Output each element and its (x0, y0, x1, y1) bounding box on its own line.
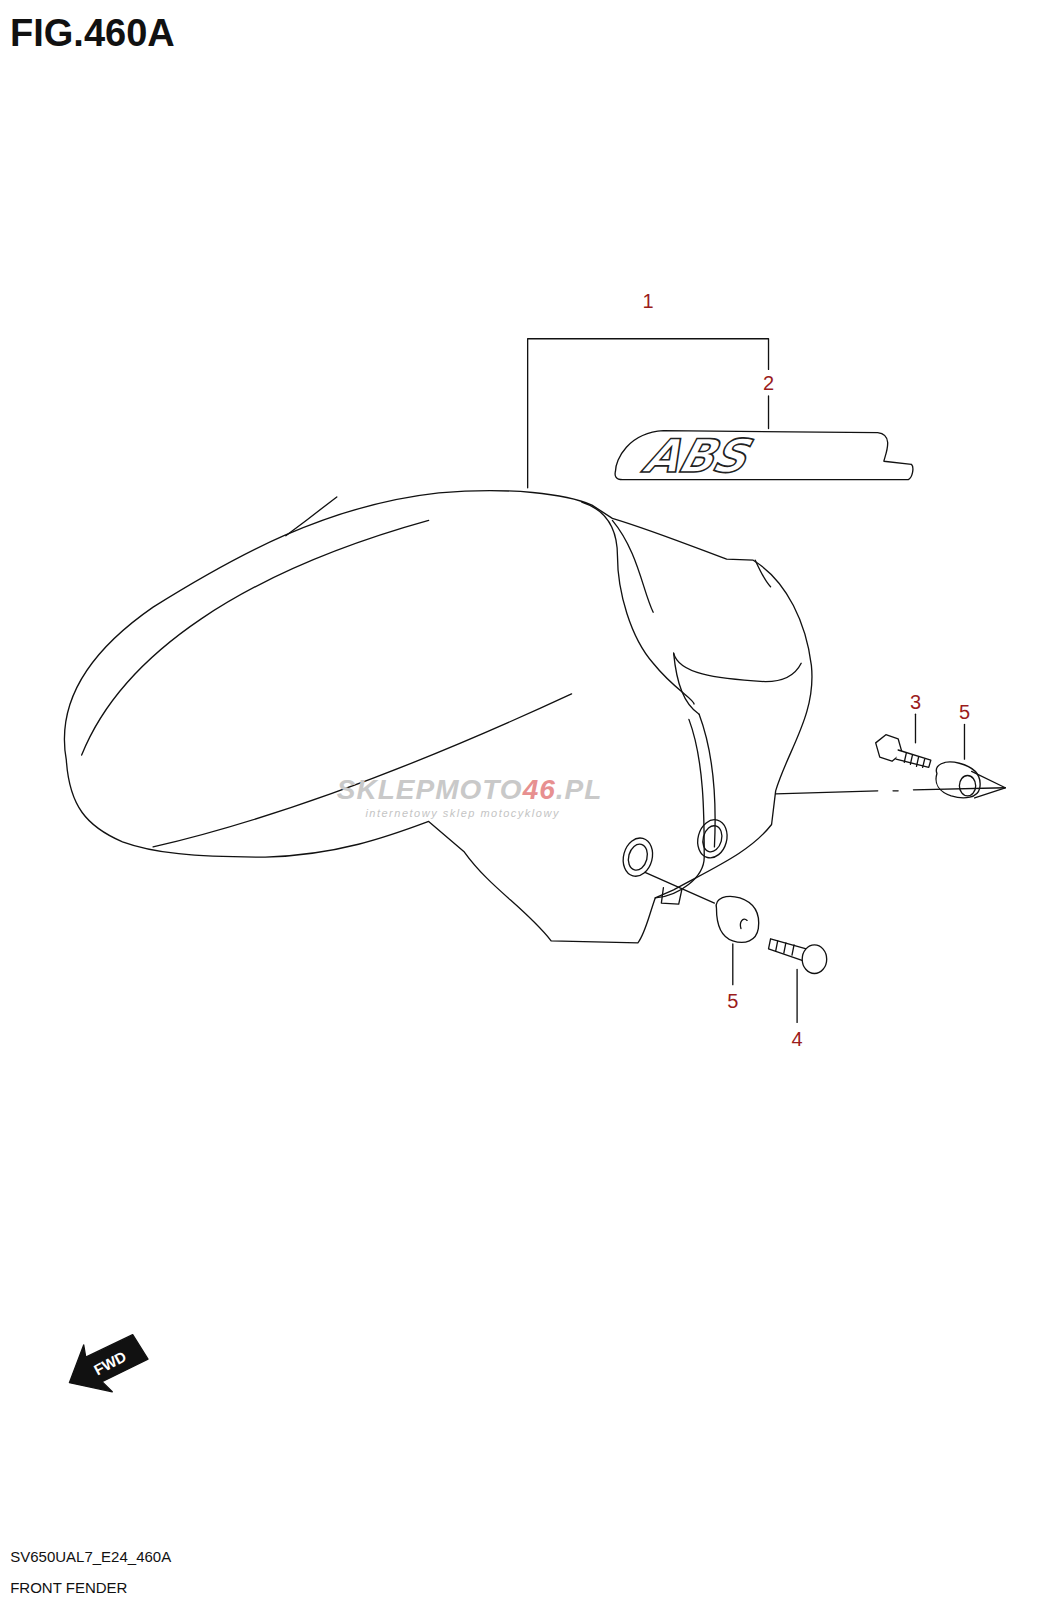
watermark: SKLEPMOTO (337, 776, 523, 804)
watermark: .PL (556, 776, 603, 804)
watermark: internetowy sklep motocyklowy (365, 808, 560, 819)
mount-hole (694, 816, 732, 861)
contour-line (82, 520, 429, 755)
leader-line (732, 944, 733, 985)
contour-line (612, 520, 653, 612)
contour-line (655, 719, 704, 898)
contour-line (153, 694, 571, 847)
leader-line (776, 788, 1006, 794)
grommet-hole (959, 776, 975, 796)
leader-line (645, 872, 714, 903)
thread (904, 753, 924, 767)
fender-outline (64, 491, 812, 943)
bolt-head (802, 945, 826, 974)
mount-hole (626, 842, 651, 872)
bolt-shank (896, 750, 931, 767)
thread (776, 941, 794, 955)
forward-arrow (69, 1335, 148, 1392)
contour-line (755, 560, 770, 587)
figure-title: FIG.460A (10, 14, 175, 52)
callout-number: 5 (959, 702, 970, 722)
decal-text: ABS (642, 433, 758, 479)
contour-line (661, 888, 681, 904)
figure-code: SV650UAL7_E24_460A (10, 1549, 171, 1564)
mount-hole (619, 835, 657, 880)
bracket-line (528, 339, 769, 488)
callout-number: 1 (643, 291, 654, 311)
contour-line (286, 497, 337, 536)
leader-line (796, 969, 797, 1022)
callout-number: 3 (910, 692, 921, 712)
callout-number: 5 (727, 991, 738, 1011)
grommet (936, 762, 980, 798)
watermark: 46 (523, 776, 556, 804)
grommet (716, 896, 758, 942)
leader-line (964, 724, 965, 759)
leader-line (972, 771, 1006, 798)
mount-hole (700, 824, 725, 854)
contour-line (674, 653, 700, 714)
contour-line (674, 653, 802, 682)
grommet-hole (740, 919, 747, 928)
callout-number: 4 (792, 1029, 803, 1049)
bolt-shank (769, 939, 807, 961)
leader-line (768, 396, 769, 429)
figure-caption: FRONT FENDER (10, 1580, 127, 1595)
decal-outline (615, 431, 913, 480)
callout-number: 2 (763, 373, 774, 393)
leader-line (915, 714, 916, 743)
